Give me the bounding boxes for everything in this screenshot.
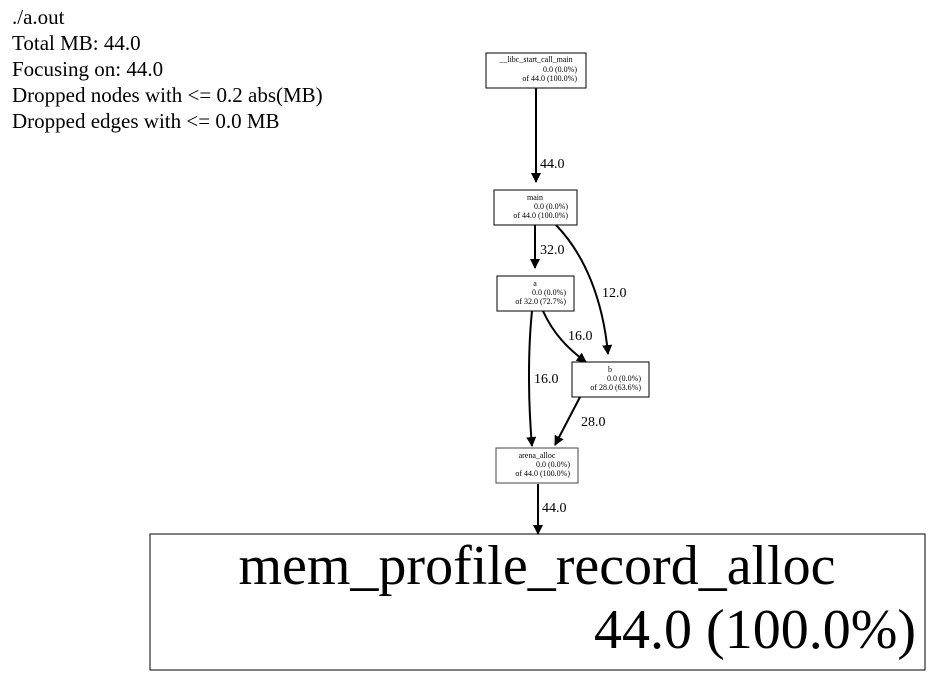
node-b-flat: 0.0 (0.0%) xyxy=(607,374,641,383)
edge-label-arena-mem: 44.0 xyxy=(542,501,567,516)
edge-main-b xyxy=(555,224,613,355)
legend: ./a.out Total MB: 44.0 Focusing on: 44.0… xyxy=(12,5,323,133)
node-b-name: b xyxy=(608,365,612,374)
node-mem-profile-flat: 44.0 (100.0%) xyxy=(594,599,916,661)
legend-program: ./a.out xyxy=(12,5,65,29)
node-libc-start[interactable]: __libc_start_call_main 0.0 (0.0%) of 44.… xyxy=(485,52,587,89)
node-arena-alloc-flat: 0.0 (0.0%) xyxy=(536,460,570,469)
edge-label-b-arena: 28.0 xyxy=(581,415,606,430)
node-libc-start-name: __libc_start_call_main xyxy=(498,55,572,64)
node-mem-profile-record-alloc[interactable]: mem_profile_record_alloc 44.0 (100.0%) xyxy=(149,533,926,671)
legend-dropped-edges: Dropped edges with <= 0.0 MB xyxy=(12,109,280,133)
edge-label-main-b: 12.0 xyxy=(602,286,627,301)
node-a-cum: of 32.0 (72.7%) xyxy=(515,297,566,306)
legend-focus: Focusing on: 44.0 xyxy=(12,57,163,81)
node-libc-start-flat: 0.0 (0.0%) xyxy=(543,65,577,74)
node-a-name: a xyxy=(533,279,537,288)
edge-b-arena xyxy=(554,396,581,446)
node-b-cum: of 28.0 (63.6%) xyxy=(590,383,641,392)
node-a-flat: 0.0 (0.0%) xyxy=(532,288,566,297)
edge-label-libc-main: 44.0 xyxy=(540,157,565,172)
node-main-flat: 0.0 (0.0%) xyxy=(534,202,568,211)
node-main[interactable]: main 0.0 (0.0%) of 44.0 (100.0%) xyxy=(493,189,578,226)
node-arena-alloc-cum: of 44.0 (100.0%) xyxy=(515,469,570,478)
edge-label-a-arena: 16.0 xyxy=(534,372,559,387)
legend-total: Total MB: 44.0 xyxy=(12,31,141,55)
node-arena-alloc-name: arena_alloc xyxy=(519,451,556,460)
edge-label-main-a: 32.0 xyxy=(540,243,565,258)
node-a[interactable]: a 0.0 (0.0%) of 32.0 (72.7%) xyxy=(496,275,575,312)
edge-label-a-b: 16.0 xyxy=(568,329,593,344)
edge-a-arena xyxy=(526,310,537,447)
legend-dropped-nodes: Dropped nodes with <= 0.2 abs(MB) xyxy=(12,83,323,107)
edges: 44.0 32.0 12.0 16.0 16.0 28.0 44.0 xyxy=(526,88,627,535)
node-libc-start-cum: of 44.0 (100.0%) xyxy=(522,74,577,83)
node-mem-profile-name: mem_profile_record_alloc xyxy=(238,535,835,597)
node-arena-alloc[interactable]: arena_alloc 0.0 (0.0%) of 44.0 (100.0%) xyxy=(495,447,579,484)
node-main-cum: of 44.0 (100.0%) xyxy=(513,211,568,220)
edge-a-b xyxy=(542,310,587,363)
node-b[interactable]: b 0.0 (0.0%) of 28.0 (63.6%) xyxy=(571,361,650,398)
node-main-name: main xyxy=(527,193,543,202)
